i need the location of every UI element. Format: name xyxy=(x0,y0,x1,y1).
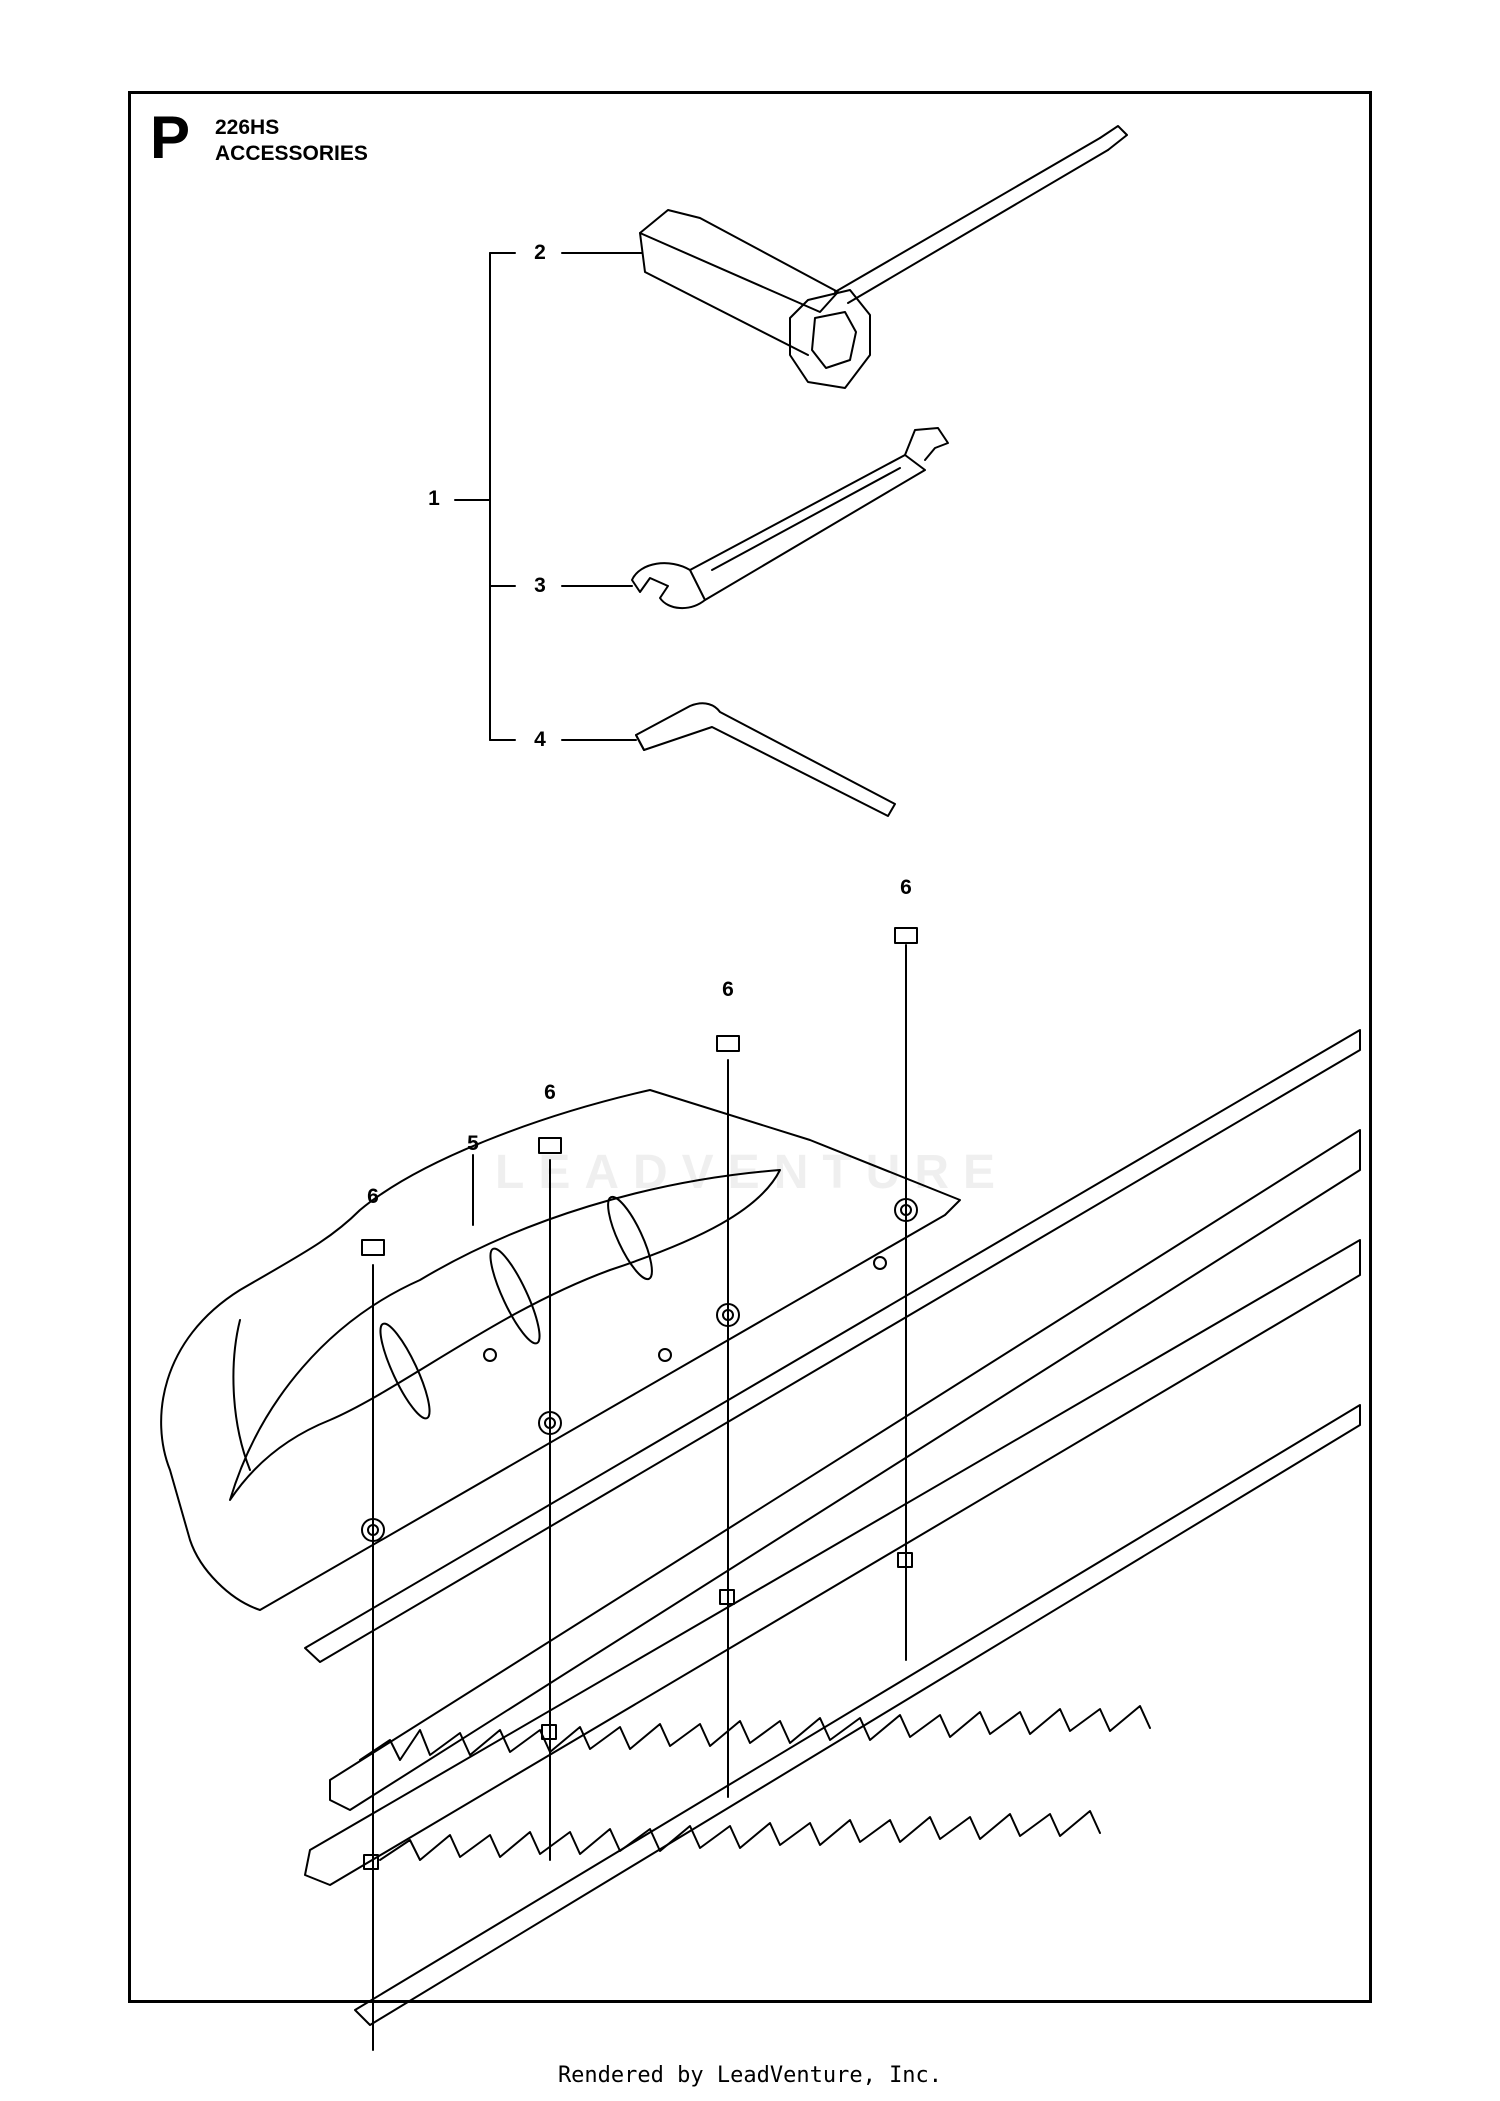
blade-guard-icon xyxy=(160,1089,961,1611)
callout-4: 4 xyxy=(534,728,546,751)
spark-plug-socket-wrench-icon xyxy=(639,125,1128,389)
combination-wrench-icon xyxy=(631,427,949,609)
model-number: 226HS xyxy=(215,116,280,139)
callout-2: 2 xyxy=(534,241,546,264)
kit-bracket xyxy=(454,252,643,741)
callout-6c: 6 xyxy=(722,978,734,1001)
callout-6d: 6 xyxy=(900,876,912,899)
callout-1: 1 xyxy=(428,487,440,510)
callout-6b: 6 xyxy=(544,1081,556,1104)
section-letter: P xyxy=(150,104,191,171)
section-title: ACCESSORIES xyxy=(215,142,368,165)
footer-credit: Rendered by LeadVenture, Inc. xyxy=(557,2063,943,2088)
screw-icon xyxy=(361,927,918,2051)
diagram-frame xyxy=(128,91,1372,2003)
hedge-trimmer-blade-icon xyxy=(304,1029,1361,2026)
callout-5: 5 xyxy=(467,1132,479,1155)
callout-3: 3 xyxy=(534,574,546,597)
hex-key-icon xyxy=(635,702,896,817)
callout-6a: 6 xyxy=(367,1185,379,1208)
